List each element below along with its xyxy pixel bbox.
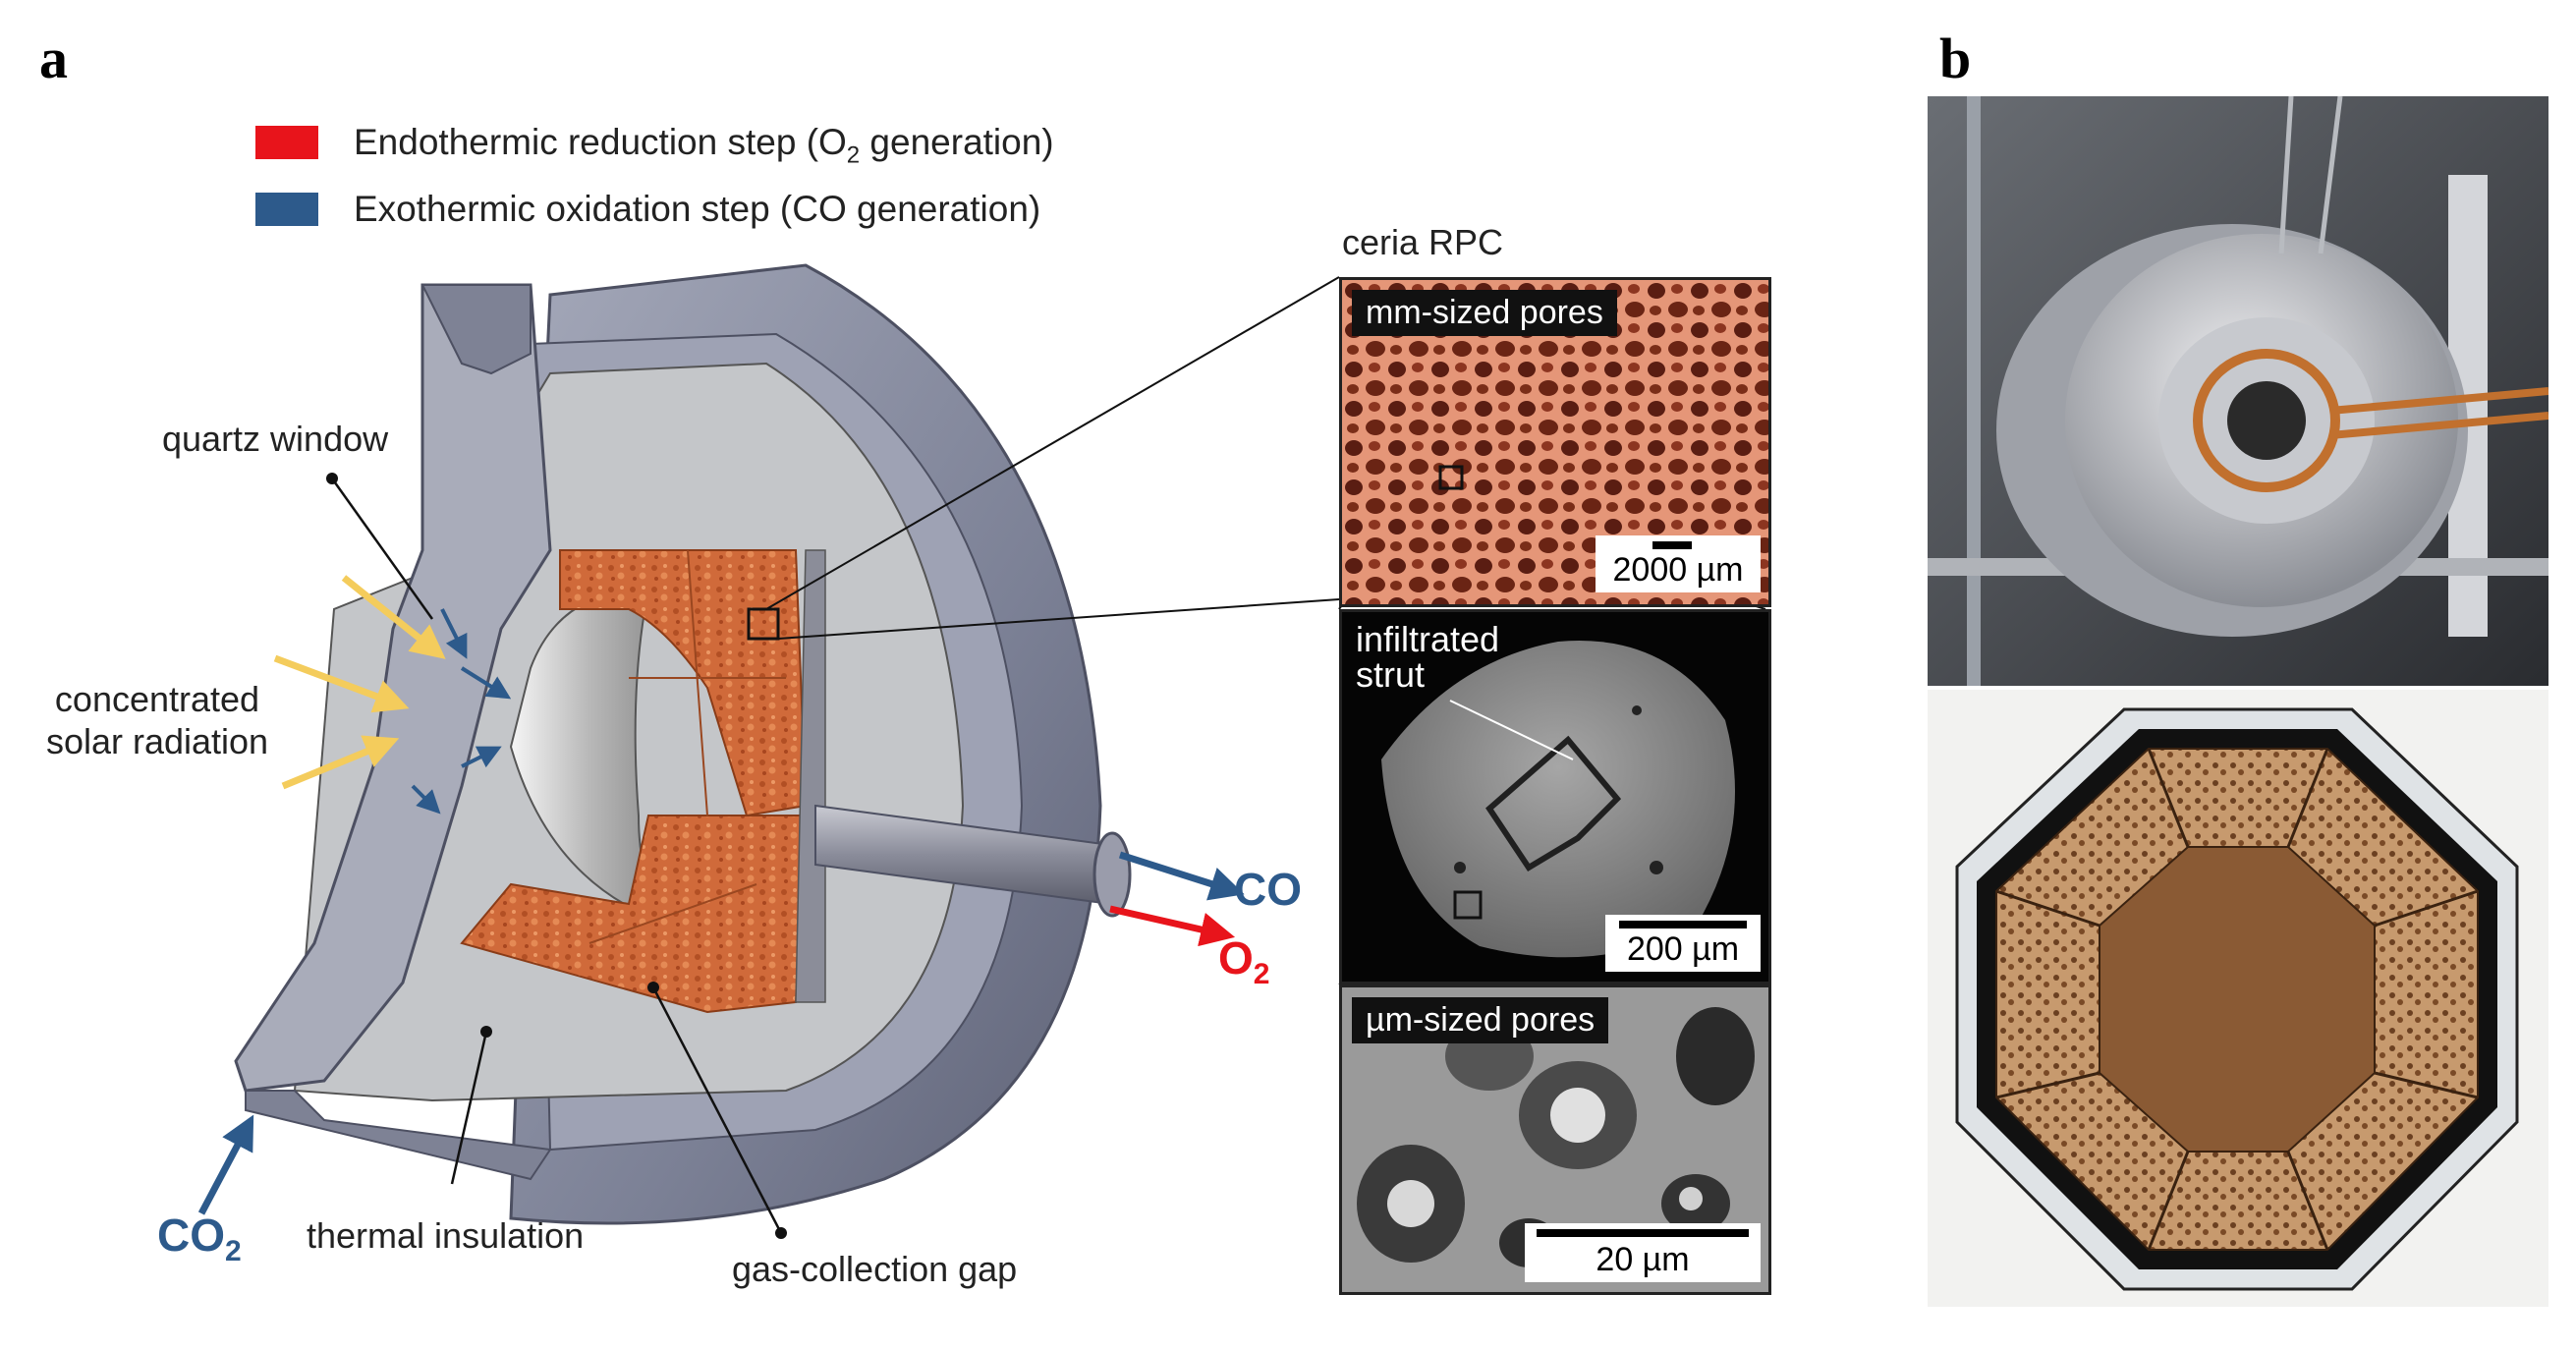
rpc-zoom-box [747, 607, 780, 641]
label-concentrated: concentrated [54, 679, 260, 719]
rpc-block-upper [559, 549, 808, 817]
scale-bar-label: 2000 µm [1612, 551, 1744, 589]
octagonal-rpc-photo [1928, 690, 2548, 1307]
octagonal-rpc-graphic [1955, 707, 2519, 1291]
inset-mm-pores: mm-sized pores 2000 µm [1339, 277, 1771, 607]
solar-arrow-3 [281, 735, 400, 790]
scale-bar-label: 20 µm [1596, 1241, 1690, 1278]
label-strut: strut [1356, 654, 1426, 695]
scale-bar-2000: 2000 µm [1596, 535, 1761, 592]
panel-label-a: a [39, 27, 68, 90]
inset-um-pores: µm-sized pores 20 µm [1339, 984, 1771, 1295]
legend-swatch-reduction [255, 126, 318, 159]
gas-label-co2: CO2 [157, 1209, 242, 1267]
strut-image [1381, 641, 1735, 958]
co2-inlet-arrow [197, 1114, 254, 1215]
gas-label-co: CO [1234, 864, 1302, 915]
reactor-photo [1928, 96, 2548, 686]
reactor-front-plate-top [420, 284, 532, 375]
label-solar-radiation: solar radiation [45, 721, 269, 761]
gas-label-o2: O2 [1218, 932, 1270, 990]
scale-bar-line [1619, 921, 1747, 928]
scale-bar-200: 200 µm [1605, 915, 1761, 972]
reactor-photo-graphic [1928, 96, 2548, 686]
label-ceria-rpc: ceria RPC [1342, 222, 1504, 262]
inset-mm-tag: mm-sized pores [1352, 290, 1617, 336]
leader-quartz-window [330, 478, 434, 620]
legend-label-reduction: Endothermic reduction step (O2 generatio… [354, 122, 1054, 169]
solar-arrow-1 [341, 575, 446, 659]
inset-strut: infiltrated strut 200 µm [1339, 609, 1771, 984]
solar-arrow-2 [273, 654, 410, 713]
scale-bar-line [1652, 541, 1692, 549]
label-thermal-insulation: thermal insulation [307, 1215, 585, 1256]
label-infiltrated: infiltrated [1356, 619, 1500, 659]
leader-gas-collection-gap [651, 986, 783, 1234]
reactor-base-plate [245, 1090, 552, 1181]
inset-um-tag: µm-sized pores [1352, 997, 1609, 1043]
legend-swatch-oxidation [255, 193, 318, 226]
gas-collection-gap [795, 549, 826, 1003]
label-gas-collection-gap: gas-collection gap [732, 1249, 1018, 1289]
outlet-pipe-flange [1092, 831, 1132, 918]
o2-outlet-arrow [1109, 905, 1236, 947]
label-quartz-window: quartz window [162, 419, 389, 459]
scale-bar-20: 20 µm [1525, 1223, 1761, 1282]
scale-bar-label: 200 µm [1626, 930, 1740, 968]
co-outlet-arrow [1118, 851, 1245, 901]
panel-label-b: b [1939, 27, 1972, 90]
legend-label-oxidation: Exothermic oxidation step (CO generation… [354, 189, 1041, 229]
scale-bar-line [1537, 1229, 1749, 1237]
leader-thermal-insulation [450, 1031, 488, 1185]
